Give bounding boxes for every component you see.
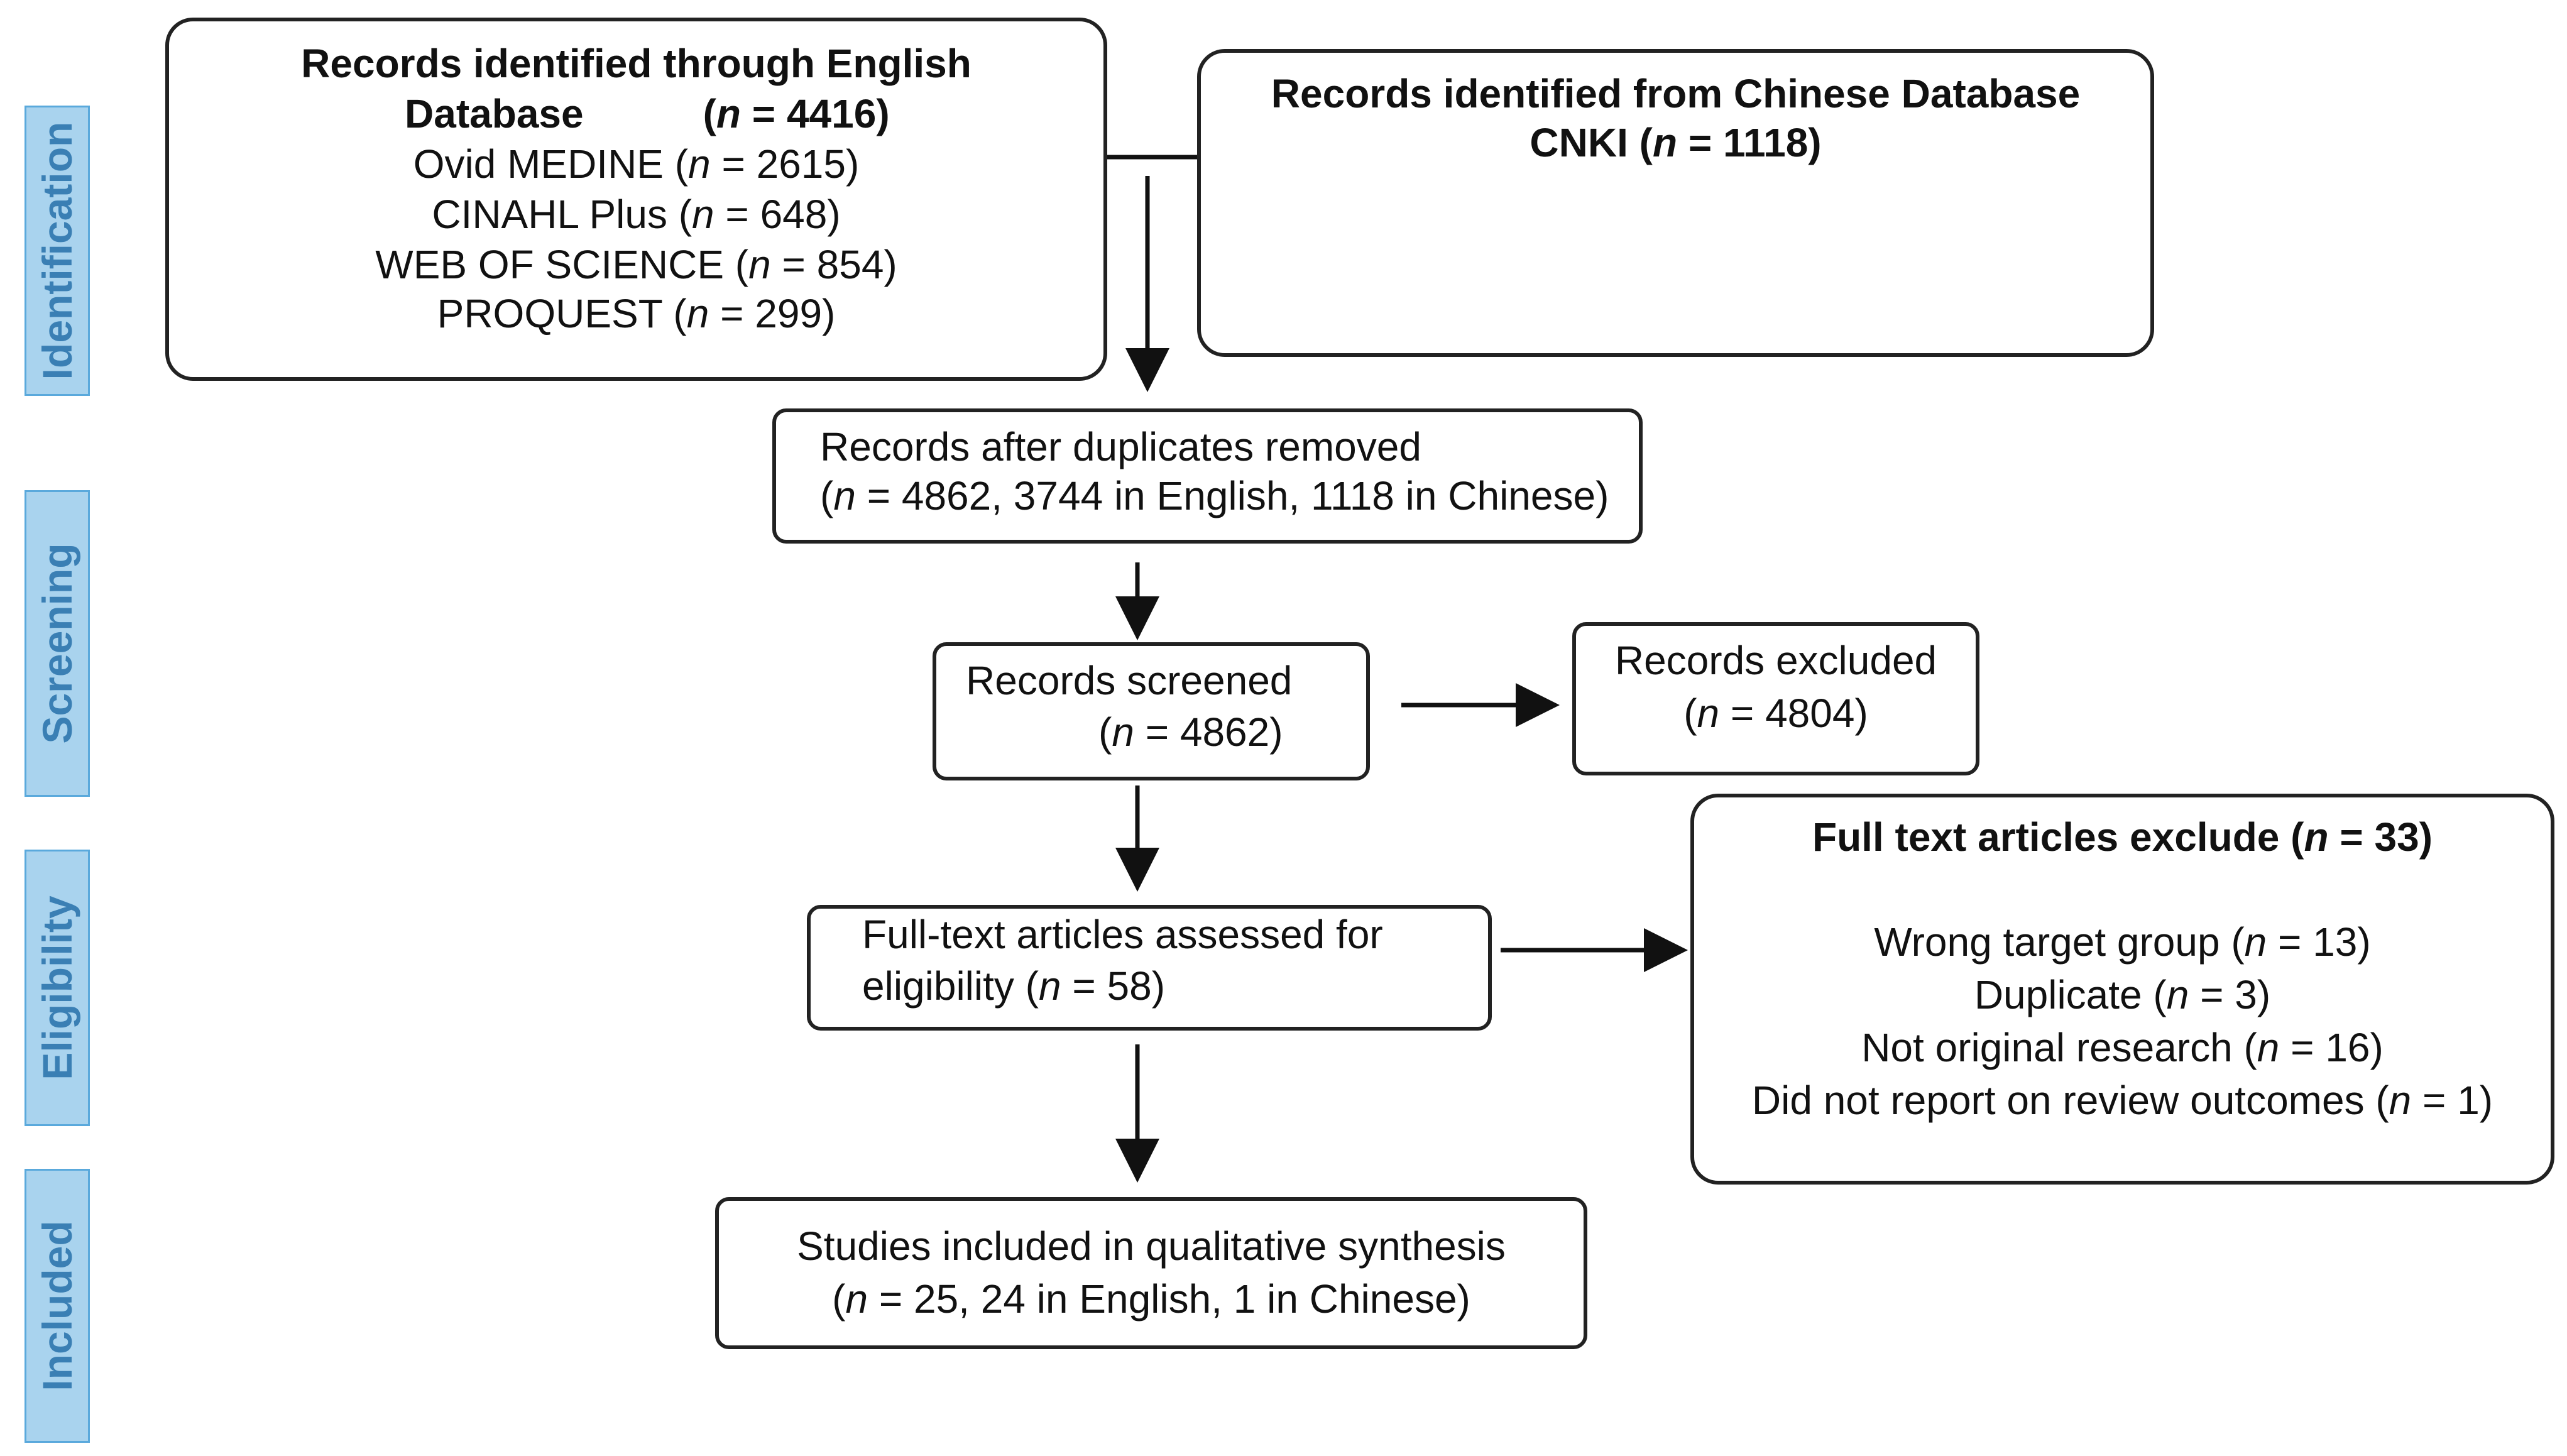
database-item-wos-name: WEB OF SCIENCE ( [375,242,749,287]
chinese-records-title: Records identified from Chinese Database [1271,71,2081,116]
stage-eligibility: Eligibility [25,850,90,1126]
exclusion-reason-count: = 13) [2267,919,2371,965]
n-symbol: n [2166,972,2189,1017]
english-records-box [165,18,1107,381]
chinese-records-source: CNKI ( [1530,120,1653,165]
english-records-db-label: Database [405,91,584,136]
studies-included-count: (n = 25, 24 in English, 1 in Chinese) [715,1274,1587,1323]
fulltext-excluded-title-text: Full text articles exclude ( [1812,814,2304,860]
n-symbol: n [1697,691,1720,736]
n-symbol: n [2389,1078,2412,1123]
duplicates-count-prefix: ( [820,473,834,518]
included-count-prefix: ( [832,1276,846,1322]
fulltext-assessed-title: Full-text articles assessed for [862,912,1383,957]
database-item-ovid-count: = 2615) [710,141,860,187]
duplicates-count-detail: = 4862, 3744 in English, 1118 in Chinese… [855,473,1609,518]
database-item-ovid: Ovid MEDINE (n = 2615) [165,140,1107,189]
exclusion-reason-duplicate: Duplicate (n = 3) [1690,970,2554,1019]
duplicates-removed-box [772,408,1643,544]
database-item-cinahl-count: = 648) [714,192,841,237]
exclusion-reason-count: = 3) [2189,972,2271,1017]
stage-identification: Identification [25,106,90,396]
duplicates-removed-title: Records after duplicates removed [820,424,1421,469]
exclusion-reason-label: Not original research ( [1861,1025,2257,1070]
database-item-cinahl: CINAHL Plus (n = 648) [165,190,1107,239]
exclusion-reason-label: Wrong target group ( [1874,919,2245,965]
chinese-records-total: CNKI (n = 1118) [1197,118,2154,167]
records-excluded-title: Records excluded [1614,638,1937,683]
chinese-records-box [1197,49,2154,357]
stage-screening: Screening [25,490,90,797]
database-item-proquest: PROQUEST (n = 299) [165,289,1107,338]
fulltext-count-prefix: eligibility ( [862,963,1039,1009]
screened-count-value: = 4862) [1134,709,1283,755]
exclusion-reason-label: Did not report on review outcomes ( [1751,1078,2389,1123]
english-records-count: = 4416) [741,91,890,136]
n-symbol: n [1038,963,1061,1009]
n-symbol: n [692,192,714,237]
fulltext-excluded-title-count: = 33) [2328,814,2433,860]
records-excluded-box [1572,622,1979,775]
records-screened-count: (n = 4862) [1098,708,1283,757]
exclusion-reason-not-original: Not original research (n = 16) [1690,1023,2554,1072]
chinese-records-count: = 1118) [1677,120,1822,165]
database-item-cinahl-name: CINAHL Plus ( [432,192,692,237]
fulltext-excluded-box [1690,794,2554,1185]
n-symbol: n [716,91,741,136]
n-symbol: n [2304,814,2329,860]
fulltext-assessed-count: eligibility (n = 58) [862,961,1165,1010]
english-records-count-prefix: ( [703,91,716,136]
included-count-detail: = 25, 24 in English, 1 in Chinese) [868,1276,1470,1322]
fulltext-assessed-box [807,905,1492,1031]
n-symbol: n [845,1276,868,1322]
database-item-wos: WEB OF SCIENCE (n = 854) [165,240,1107,289]
stage-included: Included [25,1169,90,1443]
exclusion-reason-wrong-target: Wrong target group (n = 13) [1690,917,2554,966]
n-symbol: n [688,141,711,187]
records-excluded-count: (n = 4804) [1572,689,1979,738]
database-item-ovid-name: Ovid MEDINE ( [413,141,689,187]
n-symbol: n [1652,120,1678,165]
n-symbol: n [1112,709,1134,755]
database-item-proquest-count: = 299) [709,291,836,336]
records-screened-title: Records screened [966,658,1293,703]
screened-count-prefix: ( [1098,709,1112,755]
studies-included-box [715,1197,1587,1349]
fulltext-count-value: = 58) [1061,963,1165,1009]
database-item-wos-count: = 854) [770,242,897,287]
n-symbol: n [748,242,771,287]
n-symbol: n [833,473,856,518]
studies-included-title: Studies included in qualitative synthesi… [797,1223,1506,1269]
english-records-title: Records identified through English [301,41,972,86]
fulltext-excluded-title: Full text articles exclude (n = 33) [1690,813,2554,862]
exclusion-reason-label: Duplicate ( [1974,972,2167,1017]
database-item-proquest-name: PROQUEST ( [437,291,687,336]
english-records-total: Database (n = 4416) [405,89,890,138]
exclusion-reason-count: = 1) [2411,1078,2493,1123]
exclusion-reason-count: = 16) [2279,1025,2384,1070]
excluded-count-value: = 4804) [1719,691,1868,736]
n-symbol: n [686,291,709,336]
n-symbol: n [2244,919,2267,965]
n-symbol: n [2257,1025,2280,1070]
duplicates-removed-count: (n = 4862, 3744 in English, 1118 in Chin… [820,471,1609,520]
records-screened-box [933,642,1370,780]
exclusion-reason-no-outcomes: Did not report on review outcomes (n = 1… [1690,1076,2554,1125]
excluded-count-prefix: ( [1683,691,1697,736]
